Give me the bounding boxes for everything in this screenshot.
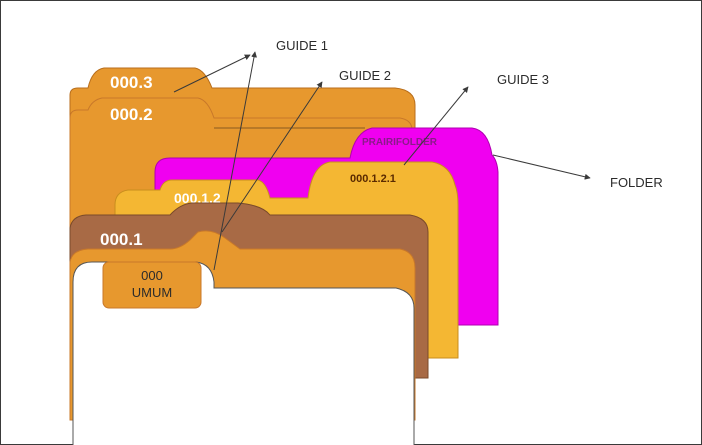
pointer-guide1-a xyxy=(173,54,251,93)
front-tab-label-line2: UMUM xyxy=(132,285,172,300)
tab-label-000-1: 000.1 xyxy=(100,230,143,249)
tab-label-000-1-2-1: 000.1.2.1 xyxy=(350,173,396,185)
tab-label-000-3: 000.3 xyxy=(110,73,153,92)
label-guide-2: GUIDE 2 xyxy=(339,68,391,83)
label-guide-3: GUIDE 3 xyxy=(497,72,549,87)
label-folder: FOLDER xyxy=(610,175,663,190)
tab-label-000-2: 000.2 xyxy=(110,105,153,124)
front-tab-box xyxy=(102,261,202,309)
folder-tab-label: PRAIRIFOLDER xyxy=(362,137,438,148)
front-tab-label-line1: 000 xyxy=(141,268,163,283)
pointer-guide1-b xyxy=(213,51,257,271)
pointer-guide3 xyxy=(403,86,469,166)
tab-label-000-1-2: 000.1.2 xyxy=(174,190,221,206)
pointer-guide2 xyxy=(221,81,323,233)
label-guide-1: GUIDE 1 xyxy=(276,38,328,53)
pointer-folder xyxy=(492,154,591,180)
